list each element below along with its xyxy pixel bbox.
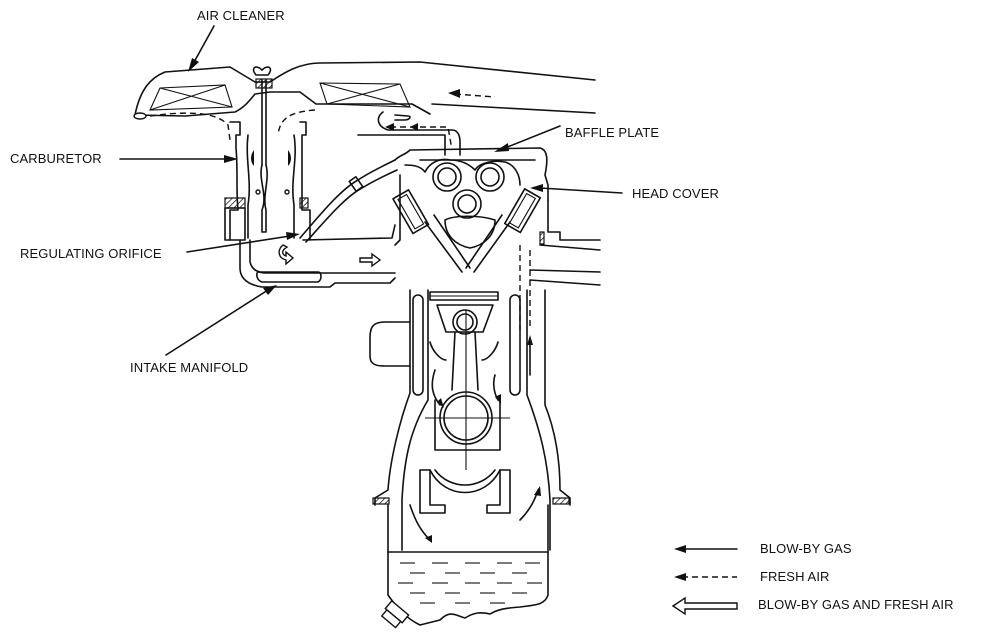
label-baffle-plate: BAFFLE PLATE bbox=[565, 125, 660, 140]
leader-lines bbox=[119, 25, 623, 356]
carburetor bbox=[224, 121, 311, 241]
cylinder-head bbox=[392, 125, 601, 330]
label-head-cover: HEAD COVER bbox=[632, 186, 719, 201]
label-carburetor: CARBURETOR bbox=[10, 151, 102, 166]
oil-pan bbox=[380, 504, 549, 629]
legend-symbols bbox=[671, 545, 738, 616]
intake-manifold bbox=[239, 159, 398, 288]
legend-label-fresh-air: FRESH AIR bbox=[760, 569, 830, 584]
label-air-cleaner: AIR CLEANER bbox=[197, 8, 285, 23]
engine-block bbox=[369, 289, 571, 551]
legend-hollow-arrow bbox=[671, 596, 738, 616]
legend-label-blow-by-and-fresh-air: BLOW-BY GAS AND FRESH AIR bbox=[758, 597, 954, 612]
legend-label-blow-by-gas: BLOW-BY GAS bbox=[760, 541, 852, 556]
label-regulating-orifice: REGULATING ORIFICE bbox=[20, 246, 162, 261]
air-cleaner bbox=[133, 61, 596, 166]
label-intake-manifold: INTAKE MANIFOLD bbox=[130, 360, 249, 375]
